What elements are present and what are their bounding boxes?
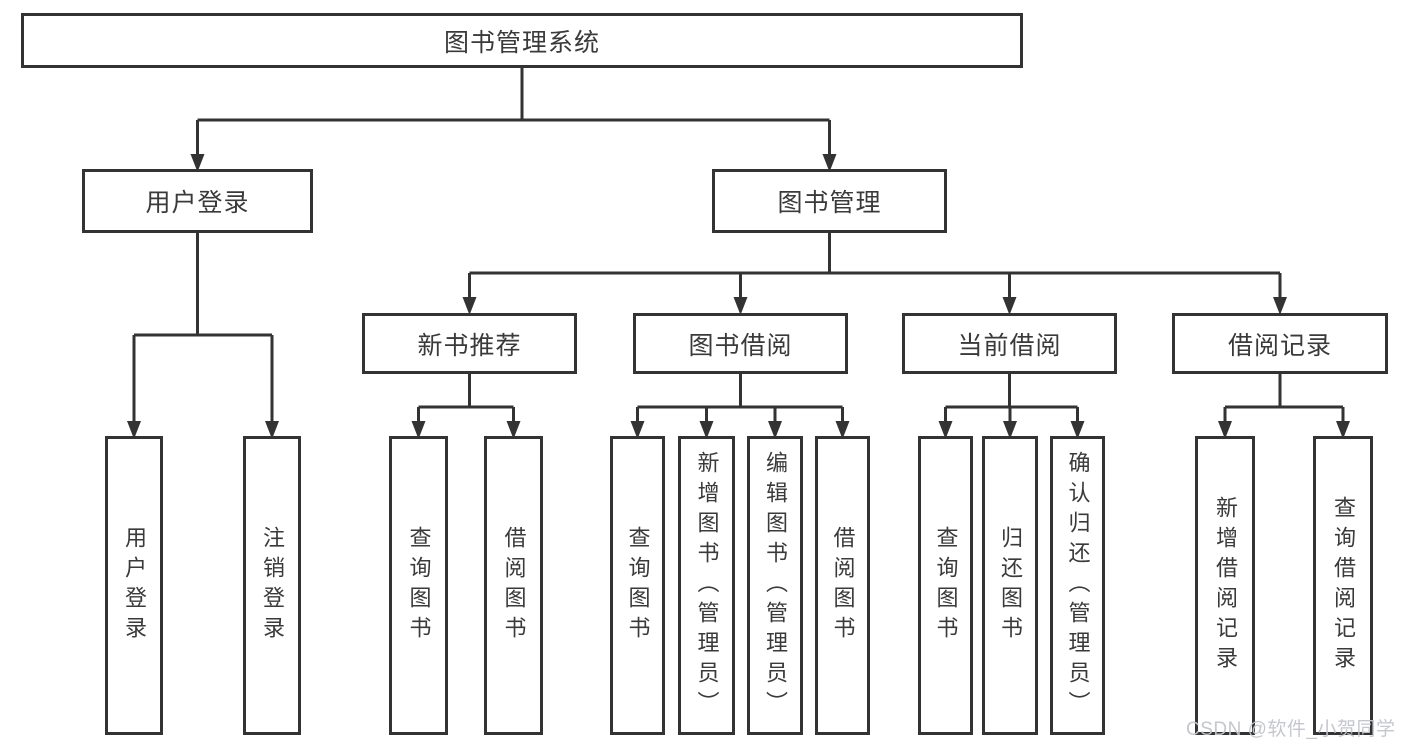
leaf-label: 确认归还（管理员） <box>1065 450 1091 721</box>
leaf-label: 归还图书 <box>998 525 1023 646</box>
arrowheads <box>127 154 1350 439</box>
leaf-label: 借阅图书 <box>830 525 856 646</box>
leaf-label: 编辑图书（管理员） <box>763 450 788 721</box>
arrow-down-icon <box>1336 421 1350 439</box>
leaf-label: 查询借阅记录 <box>1331 495 1356 676</box>
edge-lines <box>132 68 1345 423</box>
leaf-label: 查询图书 <box>406 525 432 646</box>
node-label: 图书管理 <box>777 189 882 217</box>
leaf-add-book-admin: 新增图书（管理员） <box>678 436 735 735</box>
leaf-borrow-books-2: 借阅图书 <box>815 436 870 735</box>
leaf-label: 新增借阅记录 <box>1213 495 1238 676</box>
leaf-edit-book-admin: 编辑图书（管理员） <box>747 436 803 735</box>
leaf-query-books-3: 查询图书 <box>918 436 973 735</box>
node-library-management-system: 图书管理系统 <box>21 13 1023 68</box>
leaf-label: 用户登录 <box>122 525 147 646</box>
arrow-down-icon <box>938 421 953 439</box>
leaf-confirm-return-admin: 确认归还（管理员） <box>1050 436 1105 735</box>
arrow-down-icon <box>127 421 141 439</box>
leaf-label: 查询图书 <box>625 525 651 646</box>
leaf-label: 新增图书（管理员） <box>694 450 720 721</box>
node-book-management: 图书管理 <box>712 169 947 233</box>
arrow-down-icon <box>835 421 850 439</box>
leaf-add-borrow-record: 新增借阅记录 <box>1195 436 1255 735</box>
node-current-borrowing: 当前借阅 <box>902 313 1117 374</box>
leaf-logout: 注销登录 <box>243 436 301 735</box>
arrow-down-icon <box>733 297 748 315</box>
node-label: 借阅记录 <box>1227 331 1332 360</box>
leaf-return-book: 归还图书 <box>982 436 1038 735</box>
leaf-label: 借阅图书 <box>501 525 527 646</box>
leaf-borrow-books: 借阅图书 <box>484 436 543 735</box>
node-user-login: 用户登录 <box>82 169 313 233</box>
node-book-borrowing: 图书借阅 <box>633 313 848 374</box>
arrow-down-icon <box>630 421 645 439</box>
arrow-down-icon <box>190 154 205 172</box>
leaf-label: 查询图书 <box>933 525 959 646</box>
arrow-down-icon <box>1273 297 1287 315</box>
leaf-query-books: 查询图书 <box>389 436 448 735</box>
arrow-down-icon <box>699 421 714 439</box>
node-label: 图书管理系统 <box>443 28 600 57</box>
arrow-down-icon <box>462 297 477 315</box>
leaf-query-borrow-record: 查询借阅记录 <box>1313 436 1373 735</box>
leaf-query-books-2: 查询图书 <box>610 436 665 735</box>
node-label: 图书借阅 <box>688 331 793 360</box>
arrow-down-icon <box>1002 297 1017 315</box>
node-label: 用户登录 <box>145 189 250 217</box>
arrow-down-icon <box>411 421 426 439</box>
leaf-user-login: 用户登录 <box>105 436 163 735</box>
node-label: 当前借阅 <box>957 331 1062 360</box>
leaf-label: 注销登录 <box>260 525 285 646</box>
arrow-down-icon <box>1070 421 1085 439</box>
arrow-down-icon <box>265 421 279 439</box>
node-label: 新书推荐 <box>417 331 522 360</box>
arrow-down-icon <box>822 154 837 172</box>
arrow-down-icon <box>768 421 782 439</box>
node-new-book-recommendation: 新书推荐 <box>362 313 577 374</box>
arrow-down-icon <box>1218 421 1232 439</box>
node-borrowing-records: 借阅记录 <box>1172 313 1388 374</box>
arrow-down-icon <box>1003 421 1017 439</box>
csdn-watermark: CSDN @软件_小贺同学 <box>1186 719 1396 740</box>
arrow-down-icon <box>506 421 521 439</box>
